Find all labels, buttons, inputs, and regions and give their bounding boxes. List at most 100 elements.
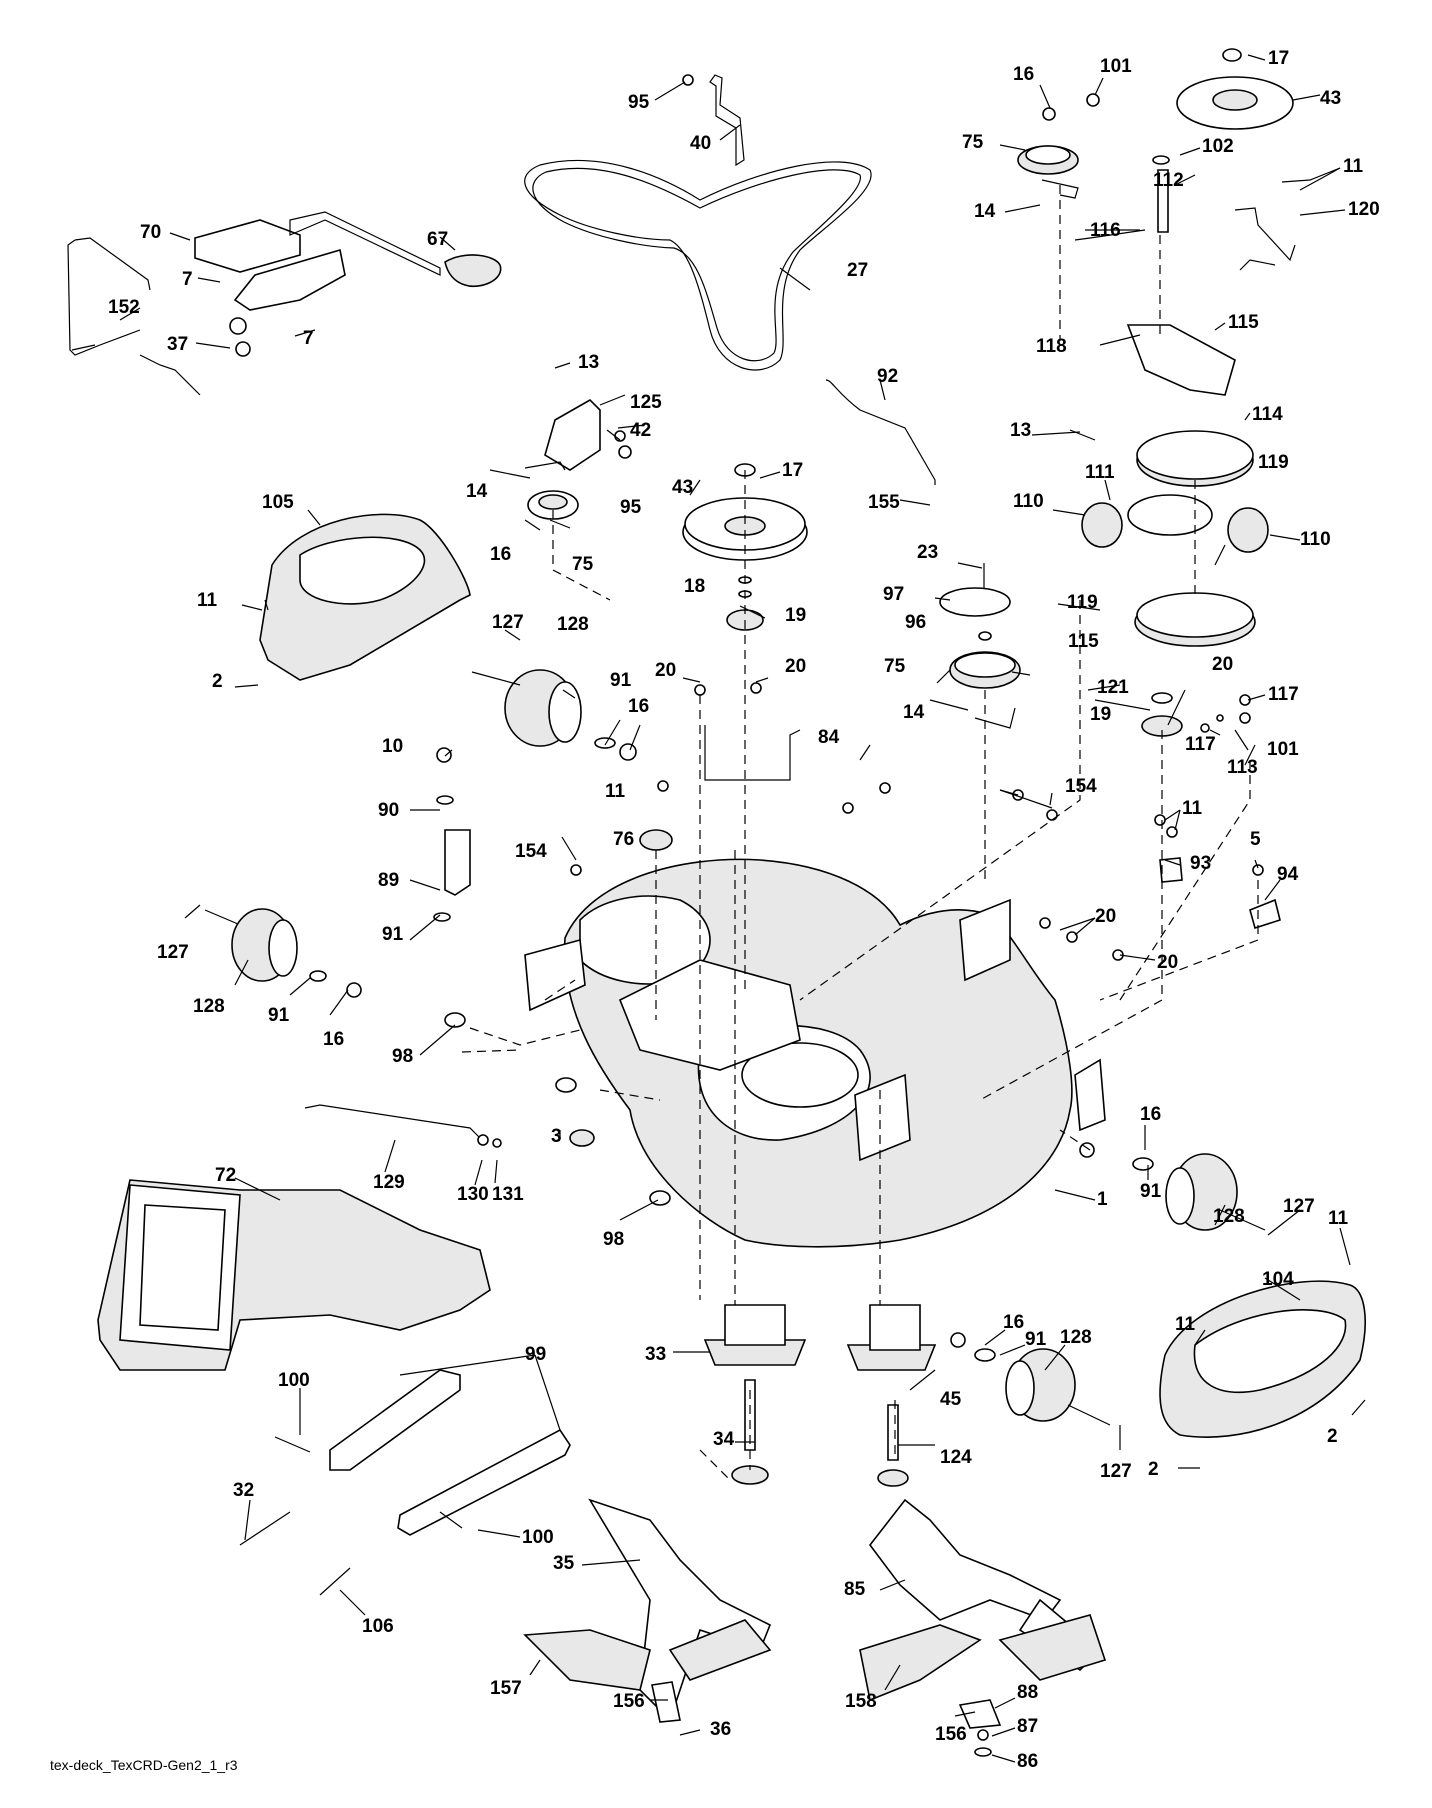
callout-label: 19 xyxy=(785,605,806,626)
callout-label: 119 xyxy=(1258,452,1289,473)
wheel-bracket-89 xyxy=(433,747,471,922)
linkage-rod xyxy=(682,74,745,167)
pulley-cover-right xyxy=(1159,1280,1366,1438)
callout-label: 121 xyxy=(1097,677,1129,698)
callout-label: 33 xyxy=(645,1344,666,1365)
callout-label: 97 xyxy=(883,584,904,605)
callout-label: 16 xyxy=(323,1029,344,1050)
callout-label: 127 xyxy=(157,942,189,963)
callout-label: 45 xyxy=(940,1389,962,1410)
callout-label: 43 xyxy=(672,477,693,498)
mounting-arms xyxy=(239,1369,571,1596)
lift-handle-assembly xyxy=(67,211,502,396)
callout-label: 20 xyxy=(785,656,806,677)
callout-label: 20 xyxy=(655,660,676,681)
pulley-cover-left xyxy=(259,513,471,681)
callout-label: 127 xyxy=(1283,1196,1315,1217)
callout-label: 16 xyxy=(490,544,511,565)
spindle-33 xyxy=(703,1304,807,1485)
callout-label: 117 xyxy=(1268,684,1299,705)
callout-label: 114 xyxy=(1252,404,1283,425)
blade-right xyxy=(859,1498,1107,1757)
callout-label: 128 xyxy=(1213,1206,1245,1227)
gauge-wheel-left-lower xyxy=(204,908,362,998)
gauge-wheel-right-lower xyxy=(950,1332,1111,1426)
callout-label: 18 xyxy=(684,576,705,597)
callout-label: 110 xyxy=(1013,491,1044,512)
callout-label: 129 xyxy=(373,1172,405,1193)
callout-label: 152 xyxy=(108,297,140,318)
callout-labels: 95 40 17 43 16 101 75 102 11 112 120 14 … xyxy=(108,48,1380,1772)
callout-label: 91 xyxy=(268,1005,290,1026)
callout-label: 156 xyxy=(935,1724,967,1745)
callout-label: 91 xyxy=(382,924,404,945)
callout-label: 90 xyxy=(378,800,399,821)
callout-label: 16 xyxy=(628,696,649,717)
callout-label: 16 xyxy=(1003,1312,1024,1333)
gauge-wheel-left-upper xyxy=(471,669,637,761)
callout-label: 89 xyxy=(378,870,399,891)
callout-label: 116 xyxy=(1090,220,1121,241)
callout-label: 95 xyxy=(620,497,642,518)
callout-leaders xyxy=(119,54,1366,1763)
idler-bracket-left xyxy=(524,399,632,520)
callout-label: 11 xyxy=(1175,1314,1196,1335)
callout-label: 154 xyxy=(1065,776,1097,797)
callout-label: 100 xyxy=(522,1527,554,1548)
drive-belt xyxy=(524,159,872,371)
callout-label: 84 xyxy=(818,727,840,748)
explode-lines xyxy=(461,185,1259,1481)
callout-label: 157 xyxy=(490,1678,522,1699)
callout-label: 98 xyxy=(603,1229,624,1250)
callout-label: 87 xyxy=(1017,1716,1038,1737)
callout-label: 34 xyxy=(713,1429,735,1450)
callout-label: 70 xyxy=(140,222,161,243)
callout-label: 156 xyxy=(613,1691,645,1712)
callout-label: 120 xyxy=(1348,199,1380,220)
callout-label: 7 xyxy=(303,328,314,349)
callout-label: 7 xyxy=(182,269,193,290)
callout-label: 105 xyxy=(262,492,294,513)
callout-label: 3 xyxy=(551,1126,562,1147)
callout-label: 110 xyxy=(1300,529,1331,550)
drawing-reference: tex-deck_TexCRD-Gen2_1_r3 xyxy=(50,1757,238,1773)
callout-label: 76 xyxy=(613,829,634,850)
callout-label: 112 xyxy=(1153,170,1184,191)
callout-label: 100 xyxy=(278,1370,310,1391)
callout-label: 16 xyxy=(1013,64,1034,85)
callout-label: 102 xyxy=(1202,136,1234,157)
callout-label: 99 xyxy=(525,1344,546,1365)
rod-92 xyxy=(825,379,936,485)
callout-label: 17 xyxy=(1268,48,1289,69)
callout-label: 158 xyxy=(845,1691,877,1712)
callout-label: 10 xyxy=(382,736,403,757)
callout-label: 27 xyxy=(847,260,868,281)
callout-label: 118 xyxy=(1036,336,1067,357)
callout-label: 11 xyxy=(1328,1208,1349,1229)
callout-label: 155 xyxy=(868,492,900,513)
callout-label: 125 xyxy=(630,392,662,413)
callout-label: 113 xyxy=(1227,757,1258,778)
gearbox-assembly xyxy=(1017,48,1296,737)
callout-label: 11 xyxy=(1343,156,1364,177)
callout-label: 11 xyxy=(1182,798,1203,819)
mower-deck-housing xyxy=(524,858,1106,1248)
callout-label: 20 xyxy=(1157,952,1178,973)
callout-label: 96 xyxy=(905,612,926,633)
idler-stack-right xyxy=(939,563,1021,729)
callout-label: 93 xyxy=(1190,853,1211,874)
callout-label: 119 xyxy=(1067,592,1098,613)
callout-label: 23 xyxy=(917,542,938,563)
callout-label: 17 xyxy=(782,460,803,481)
callout-label: 35 xyxy=(553,1553,575,1574)
callout-label: 94 xyxy=(1277,864,1299,885)
callout-label: 88 xyxy=(1017,1682,1038,1703)
callout-label: 131 xyxy=(492,1184,524,1205)
callout-label: 106 xyxy=(362,1616,394,1637)
callout-label: 91 xyxy=(1140,1181,1162,1202)
callout-label: 19 xyxy=(1090,704,1111,725)
callout-label: 75 xyxy=(962,132,984,153)
callout-label: 85 xyxy=(844,1579,866,1600)
callout-label: 11 xyxy=(605,781,626,802)
callout-label: 124 xyxy=(940,1447,972,1468)
